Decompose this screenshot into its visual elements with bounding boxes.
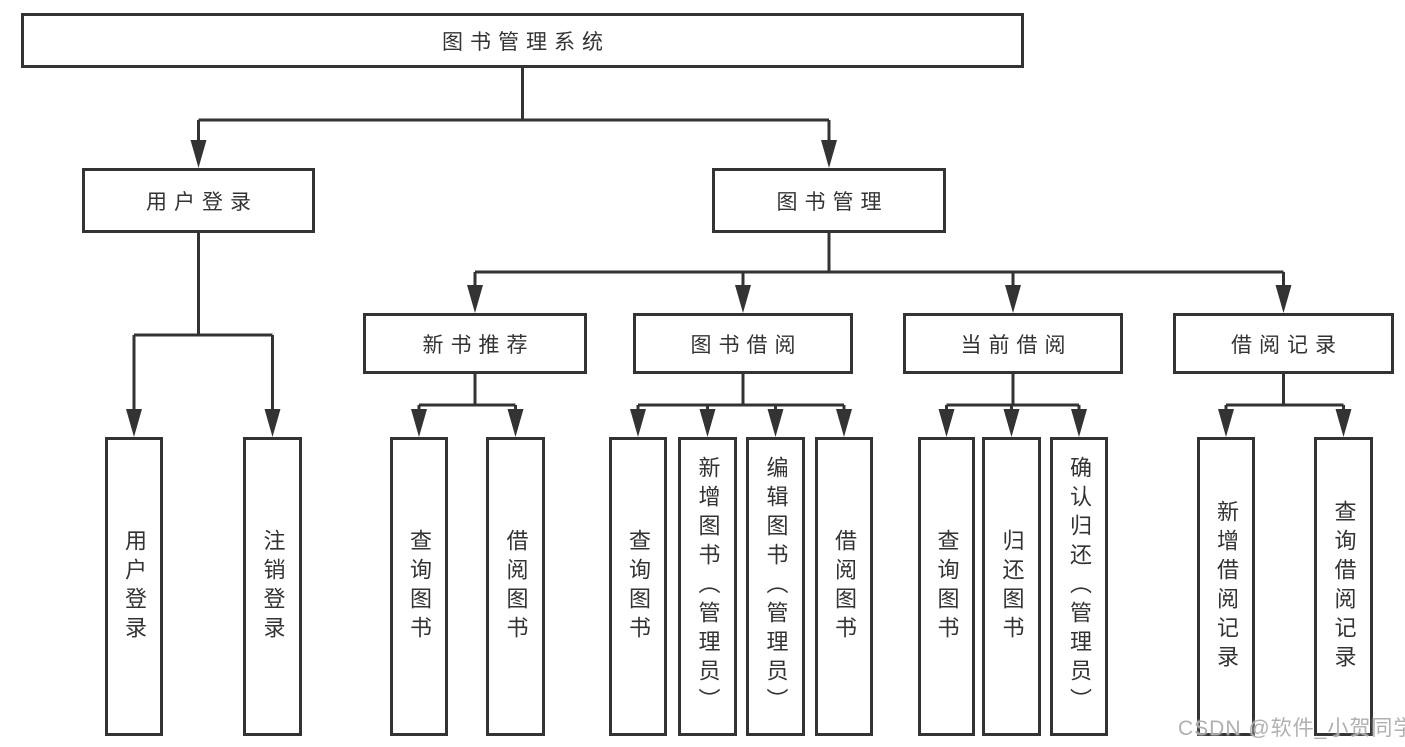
node-borrow-records: 借阅记录 bbox=[1173, 313, 1394, 374]
connector-book-borrow-branch bbox=[630, 374, 852, 437]
leaf-edit-book-admin: 编辑图书（管理员） bbox=[746, 437, 805, 736]
node-label: 当前借阅 bbox=[960, 333, 1073, 357]
node-label: 借阅图书 bbox=[503, 528, 529, 645]
node-label: 用户登录 bbox=[146, 190, 258, 214]
node-label: 归还图书 bbox=[999, 528, 1025, 645]
node-label: 新增借阅记录 bbox=[1214, 499, 1239, 674]
connector-root-to-level2 bbox=[190, 68, 837, 168]
leaf-user-login: 用户登录 bbox=[105, 437, 163, 736]
node-label: 图书借阅 bbox=[690, 333, 803, 357]
leaf-query-books-recommend: 查询图书 bbox=[390, 437, 448, 736]
leaf-query-borrow-record: 查询借阅记录 bbox=[1314, 437, 1373, 736]
node-label: 新增图书（管理员） bbox=[695, 456, 721, 717]
node-library-system: 图书管理系统 bbox=[21, 13, 1024, 68]
node-book-borrow: 图书借阅 bbox=[633, 313, 853, 374]
node-label: 编辑图书（管理员） bbox=[763, 456, 789, 717]
connector-user-login-branch bbox=[126, 233, 281, 437]
node-book-management: 图书管理 bbox=[712, 168, 946, 233]
node-current-borrow: 当前借阅 bbox=[903, 313, 1123, 374]
connector-book-management-branch bbox=[467, 233, 1292, 313]
node-new-book-recommend: 新书推荐 bbox=[363, 313, 587, 374]
node-label: 确认归还（管理员） bbox=[1067, 456, 1092, 717]
node-label: 查询借阅记录 bbox=[1331, 499, 1357, 674]
connector-borrow-record-branch bbox=[1218, 374, 1352, 437]
leaf-return-books: 归还图书 bbox=[982, 437, 1041, 736]
leaf-logout: 注销登录 bbox=[243, 437, 302, 736]
leaf-borrow-books: 借阅图书 bbox=[815, 437, 873, 736]
node-label: 图书管理 bbox=[776, 190, 889, 214]
node-label: 查询图书 bbox=[934, 528, 960, 645]
leaf-add-borrow-record: 新增借阅记录 bbox=[1197, 437, 1255, 736]
node-label: 借阅记录 bbox=[1231, 333, 1343, 357]
node-label: 用户登录 bbox=[122, 528, 147, 645]
leaf-add-book-admin: 新增图书（管理员） bbox=[678, 437, 737, 736]
leaf-confirm-return-admin: 确认归还（管理员） bbox=[1050, 437, 1108, 736]
node-label: 图书管理系统 bbox=[442, 30, 610, 54]
node-user-login: 用户登录 bbox=[82, 168, 315, 233]
leaf-borrow-books-recommend: 借阅图书 bbox=[486, 437, 545, 736]
connector-new-book-branch bbox=[411, 374, 524, 437]
node-label: 查询图书 bbox=[407, 528, 432, 645]
leaf-query-books-borrow: 查询图书 bbox=[609, 437, 667, 736]
connector-current-borrow-branch bbox=[938, 374, 1087, 437]
node-label: 注销登录 bbox=[260, 528, 286, 645]
node-label: 查询图书 bbox=[626, 528, 651, 645]
node-label: 新书推荐 bbox=[422, 333, 535, 357]
leaf-query-books-current: 查询图书 bbox=[918, 437, 975, 736]
csdn-watermark: CSDN @软件_小贺同学 bbox=[1178, 717, 1405, 740]
node-label: 借阅图书 bbox=[832, 528, 857, 645]
